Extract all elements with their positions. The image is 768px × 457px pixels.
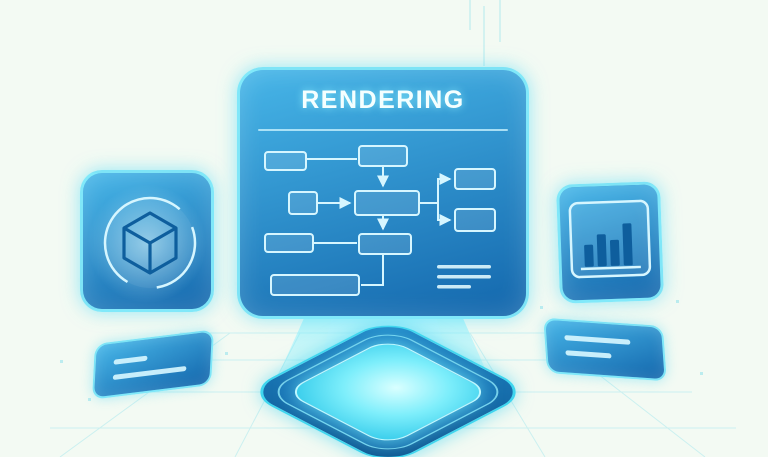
text-placeholder-line — [113, 355, 148, 365]
bar-chart-icon — [568, 199, 652, 279]
flow-node — [354, 190, 420, 216]
chart-baseline — [580, 265, 641, 271]
flow-node — [358, 233, 412, 255]
flow-node — [454, 168, 496, 190]
text-placeholder-line — [565, 350, 612, 359]
panel-divider — [258, 129, 508, 131]
info-pill-right — [543, 317, 667, 382]
top-decor-lines — [469, 0, 501, 66]
flow-node — [288, 191, 318, 215]
flow-node — [270, 274, 360, 296]
flowchart — [264, 145, 496, 296]
isometric-cube — [122, 211, 178, 275]
flow-node — [264, 233, 314, 253]
info-pill-left — [91, 329, 215, 400]
text-placeholder-line — [564, 335, 631, 345]
flow-node — [454, 208, 496, 232]
flow-node — [358, 145, 408, 167]
text-placeholder-line — [112, 365, 187, 381]
cube-card — [80, 170, 214, 312]
panel-text-placeholder — [437, 265, 491, 289]
chart-card — [555, 181, 665, 304]
flow-node — [264, 151, 307, 171]
flow-connectors — [306, 158, 452, 286]
flow-nodes — [264, 145, 496, 296]
chart-bars — [584, 223, 633, 267]
cube-icon — [103, 196, 197, 290]
panel-title: RENDERING — [301, 86, 465, 114]
rendering-panel: RENDERING — [237, 67, 529, 319]
